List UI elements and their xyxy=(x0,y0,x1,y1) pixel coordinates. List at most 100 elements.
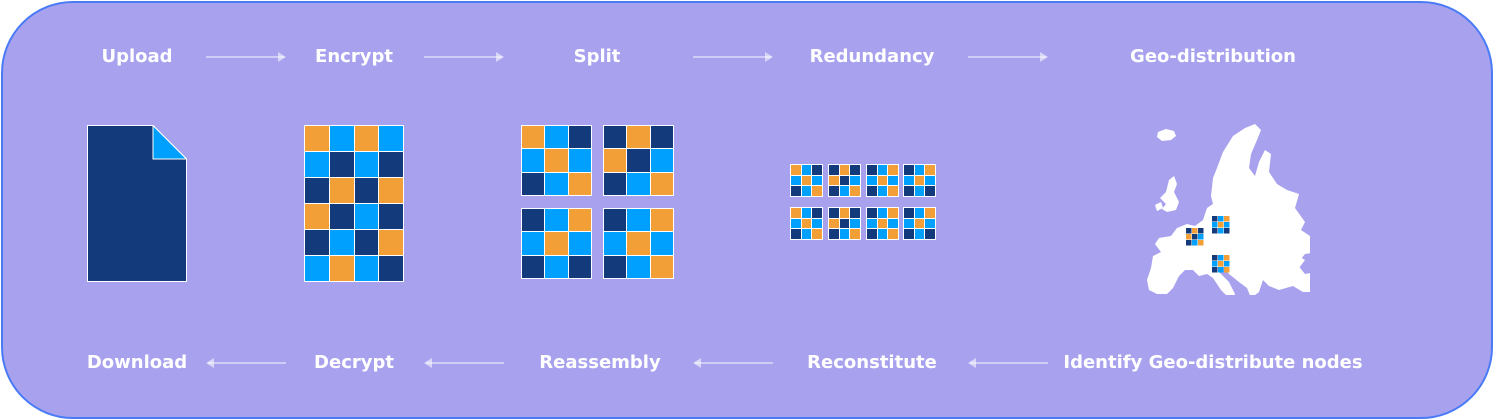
grid-cell xyxy=(914,208,925,218)
grid-cell xyxy=(877,175,888,186)
node-tile-cell xyxy=(1212,222,1218,228)
node-tile-cell xyxy=(1212,228,1218,234)
node-tile-cell xyxy=(1186,234,1192,240)
grid-cell xyxy=(829,208,839,218)
step-split: Split xyxy=(573,46,621,67)
grid-cell xyxy=(867,165,877,175)
grid-cell xyxy=(914,186,925,196)
grid-cell xyxy=(888,229,898,239)
node-tile-cell xyxy=(1218,261,1224,267)
grid-cell xyxy=(545,209,568,232)
grid-cell xyxy=(568,172,591,195)
grid-cell xyxy=(850,218,860,229)
grid-cell xyxy=(354,230,379,255)
grid-cell xyxy=(812,165,822,175)
grid-cell xyxy=(650,126,673,149)
grid-cell xyxy=(545,126,568,149)
encrypted-grid-icon xyxy=(304,125,404,282)
node-tile-cell xyxy=(1224,261,1230,267)
grid-cell xyxy=(839,208,850,218)
arrow-left-icon xyxy=(693,358,773,368)
arrow-right-icon xyxy=(206,52,286,62)
grid-cell xyxy=(888,186,898,196)
grid-cell xyxy=(305,256,329,281)
node-tile-cell xyxy=(1212,267,1218,273)
grid-cell xyxy=(877,165,888,175)
grid-cell xyxy=(522,172,545,195)
grid-cell xyxy=(627,172,650,195)
grid-cell xyxy=(867,186,877,196)
node-tile-cell xyxy=(1224,222,1230,228)
grid-cell xyxy=(305,230,329,255)
grid-cell xyxy=(650,149,673,172)
grid-cell xyxy=(522,232,545,255)
grid-cell xyxy=(829,175,839,186)
grid-cell xyxy=(568,232,591,255)
grid-cell xyxy=(877,229,888,239)
node-tile-cell xyxy=(1218,222,1224,228)
arrow-left-icon xyxy=(206,358,286,368)
tile xyxy=(790,164,823,197)
grid-cell xyxy=(545,149,568,172)
grid-cell xyxy=(888,218,898,229)
node-tile-cell xyxy=(1218,255,1224,261)
grid-cell xyxy=(791,229,801,239)
step-identify-nodes: Identify Geo-distribute nodes xyxy=(1063,352,1363,373)
grid-cell xyxy=(627,126,650,149)
grid-cell xyxy=(379,256,403,281)
grid-cell xyxy=(329,126,354,151)
grid-cell xyxy=(914,229,925,239)
grid-cell xyxy=(877,218,888,229)
node-tile-cell xyxy=(1192,228,1198,234)
tile xyxy=(828,207,861,240)
grid-cell xyxy=(627,149,650,172)
node-tile-cell xyxy=(1224,216,1230,222)
tile xyxy=(521,208,592,279)
grid-cell xyxy=(867,175,877,186)
grid-cell xyxy=(904,165,914,175)
grid-cell xyxy=(925,229,935,239)
europe-map-icon xyxy=(1147,124,1310,295)
grid-cell xyxy=(812,175,822,186)
grid-cell xyxy=(850,165,860,175)
grid-cell xyxy=(801,218,812,229)
node-tile-cell xyxy=(1186,228,1192,234)
grid-cell xyxy=(914,175,925,186)
grid-cell xyxy=(354,178,379,203)
node-tile-cell xyxy=(1198,228,1204,234)
tile xyxy=(603,125,674,196)
grid-cell xyxy=(791,208,801,218)
grid-cell xyxy=(305,178,329,203)
grid-cell xyxy=(925,165,935,175)
step-decrypt: Decrypt xyxy=(314,352,394,373)
grid-cell xyxy=(329,152,354,177)
grid-cell xyxy=(329,230,354,255)
tile xyxy=(866,164,899,197)
grid-cell xyxy=(812,208,822,218)
grid-cell xyxy=(604,255,627,278)
grid-cell xyxy=(904,208,914,218)
tile xyxy=(903,164,936,197)
grid-cell xyxy=(568,149,591,172)
grid-cell xyxy=(888,165,898,175)
node-tile-cell xyxy=(1218,228,1224,234)
arrow-left-icon xyxy=(968,358,1048,368)
grid-cell xyxy=(305,152,329,177)
grid-cell xyxy=(925,186,935,196)
grid-cell xyxy=(379,230,403,255)
grid-cell xyxy=(379,178,403,203)
grid-cell xyxy=(791,165,801,175)
grid-cell xyxy=(914,165,925,175)
grid-cell xyxy=(829,218,839,229)
grid-cell xyxy=(329,178,354,203)
node-tile-cell xyxy=(1198,234,1204,240)
grid-cell xyxy=(354,204,379,229)
grid-cell xyxy=(801,175,812,186)
grid-cell xyxy=(791,175,801,186)
grid-cell xyxy=(850,186,860,196)
grid-cell xyxy=(329,204,354,229)
step-reconstitute: Reconstitute xyxy=(807,352,937,373)
grid-cell xyxy=(812,229,822,239)
grid-cell xyxy=(839,165,850,175)
grid-cell xyxy=(867,229,877,239)
